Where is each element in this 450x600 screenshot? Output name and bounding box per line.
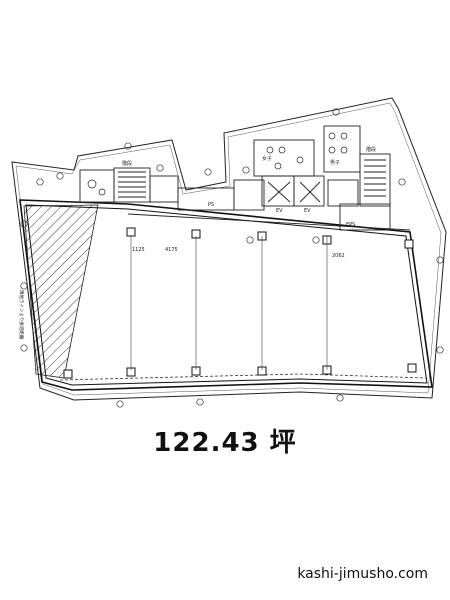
site-boundary xyxy=(11,97,447,401)
grid-bubble xyxy=(196,398,204,406)
side-note: 隣地ラインより後退距離 xyxy=(18,290,25,340)
grid-bubble xyxy=(156,164,164,172)
grid-bubbles xyxy=(20,108,444,408)
grid-bubble xyxy=(20,344,28,352)
dimension-label: 4175 xyxy=(165,247,178,253)
site-boundary-inner xyxy=(15,102,442,396)
column xyxy=(404,239,414,249)
grid-bubble xyxy=(20,282,28,290)
grid-bubble xyxy=(20,220,28,228)
toilet-fixtures xyxy=(87,132,348,196)
column xyxy=(63,369,73,379)
grid-bubble xyxy=(242,166,250,174)
grid-bubble xyxy=(56,172,64,180)
main-floor-inner-wall xyxy=(25,204,428,386)
grid-bubble xyxy=(336,394,344,402)
room-label: EV xyxy=(304,208,311,214)
main-floor-outline xyxy=(19,199,433,391)
grid-bubble xyxy=(436,346,444,354)
floor-plan: 隣地ラインより後退距離 1125 4175 2062 女子 男子 EV EV 階… xyxy=(11,97,447,408)
grid-lines xyxy=(130,236,328,370)
room-label: 男子 xyxy=(330,159,340,166)
floor-plan-drawing: 隣地ラインより後退距離 1125 4175 2062 女子 男子 EV EV 階… xyxy=(11,97,447,408)
window-line xyxy=(59,373,427,381)
core-area xyxy=(79,125,411,231)
grid-bubble xyxy=(246,236,254,244)
room-label: EPS xyxy=(346,222,355,228)
grid-bubble xyxy=(124,142,132,150)
room-label: 女子 xyxy=(262,155,272,162)
grid-bubble xyxy=(312,236,320,244)
dimension-label: 1125 xyxy=(132,247,145,253)
grid-bubble xyxy=(398,178,406,186)
grid-bubble xyxy=(204,168,212,176)
grid-bubble xyxy=(332,108,340,116)
room-label: 階段 xyxy=(366,146,376,153)
grid-bubble xyxy=(36,178,44,186)
column xyxy=(407,363,417,373)
grid-bubble xyxy=(116,400,124,408)
structural-columns xyxy=(63,227,417,379)
grid-bubble xyxy=(436,256,444,264)
dimension-label: 2062 xyxy=(332,253,345,259)
site-domain: kashi-jimusho.com xyxy=(297,566,428,582)
floor-area-label: 122.43 坪 xyxy=(153,428,297,458)
hatched-area xyxy=(23,204,99,379)
room-label: PS xyxy=(208,202,214,208)
column xyxy=(126,227,136,237)
room-label: 階段 xyxy=(122,160,132,167)
room-label: EV xyxy=(276,208,283,214)
